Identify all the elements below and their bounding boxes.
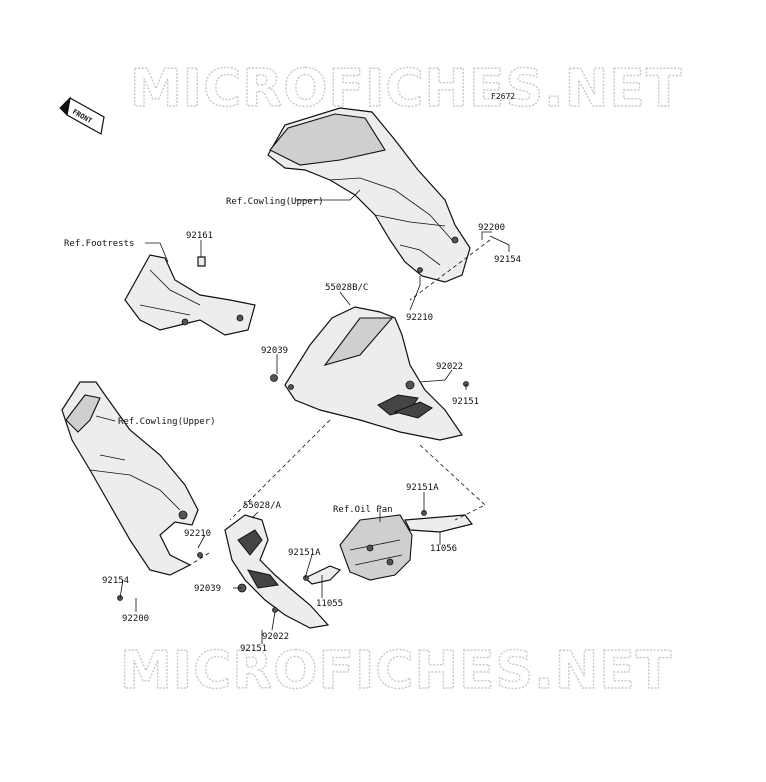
upper-cowling-left-drawing	[61, 381, 203, 601]
callout-92151a-mid: 92151A	[288, 548, 321, 558]
callout-92210-mid: 92210	[406, 313, 433, 323]
callout-92022-right: 92022	[436, 362, 463, 372]
leader-lines	[95, 189, 510, 644]
callout-92200-left: 92200	[122, 614, 149, 624]
figure-code: F2672	[491, 92, 515, 101]
callout-ref-cowling-upper-top: Ref.Cowling(Upper)	[226, 197, 324, 207]
callout-92039-mid: 92039	[261, 346, 288, 356]
callout-ref-cowling-upper-left: Ref.Cowling(Upper)	[118, 417, 216, 427]
callout-92022-low: 92022	[262, 632, 289, 642]
footrest-bracket-drawing	[124, 254, 256, 336]
oil-pan-drawing	[339, 514, 413, 581]
callout-92151-right: 92151	[452, 397, 479, 407]
callout-55028bc: 55028B/C	[325, 283, 368, 293]
callout-55028a: 55028/A	[243, 501, 282, 511]
lower-fairing-piece-drawing	[224, 514, 330, 629]
callout-92200-right: 92200	[478, 223, 505, 233]
callout-92154-right: 92154	[494, 255, 521, 265]
callout-92151a-right: 92151A	[406, 483, 439, 493]
watermark-top: MICROFICHES.NET	[130, 59, 682, 119]
front-arrow-icon: FRONT	[59, 96, 105, 135]
callout-92161: 92161	[186, 231, 213, 241]
bracket-11056-drawing	[404, 510, 474, 533]
callout-92039-low: 92039	[194, 584, 221, 594]
watermark-bottom: MICROFICHES.NET	[120, 641, 672, 701]
callout-92154-left: 92154	[102, 576, 129, 586]
lower-cowling-right-drawing	[270, 306, 469, 441]
callout-ref-oil-pan: Ref.Oil Pan	[333, 505, 393, 515]
callout-11056: 11056	[430, 544, 457, 554]
callout-ref-footrests: Ref.Footrests	[64, 239, 134, 249]
callout-92210-left: 92210	[184, 529, 211, 539]
upper-cowling-drawing	[267, 107, 471, 283]
bracket-11055-drawing	[303, 565, 342, 585]
callout-11055: 11055	[316, 599, 343, 609]
callout-92151-low: 92151	[240, 644, 267, 654]
